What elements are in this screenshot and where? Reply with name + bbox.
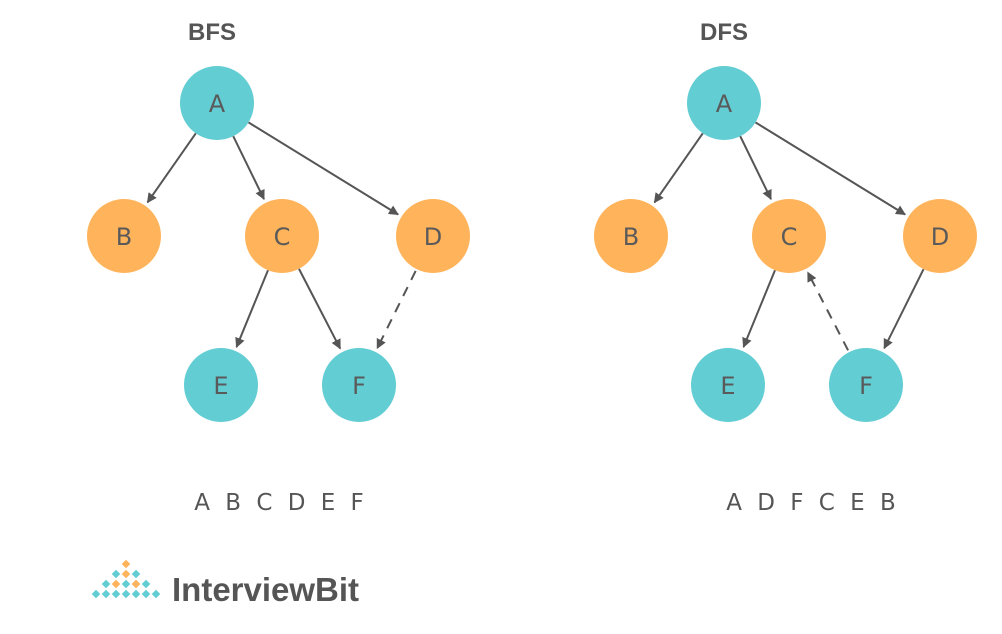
dfs-edge-d-f (883, 268, 925, 350)
bfs-edge-a-c (232, 135, 265, 201)
dfs-node-a (687, 66, 761, 140)
bfs-node-c (245, 199, 319, 273)
bfs-edge-a-d (247, 121, 399, 216)
bfs-traversal-order: A B C D E F (194, 490, 368, 516)
bfs-title: BFS (188, 19, 236, 46)
dfs-edge-f-c (806, 271, 849, 351)
dfs-node-d (903, 199, 977, 273)
bfs-edge-c-e (235, 269, 269, 348)
bfs-edge-a-b (146, 132, 197, 204)
dfs-node-label-d: D (931, 223, 949, 251)
dfs-edge-a-d (754, 121, 906, 216)
dfs-edge-a-c (739, 135, 772, 201)
bfs-node-label-f: F (352, 372, 366, 400)
bfs-node-label-d: D (424, 223, 442, 251)
dfs-node-label-a: A (716, 90, 733, 118)
bfs-node-label-c: C (274, 223, 291, 251)
bfs-node-label-e: E (213, 372, 228, 400)
dfs-node-label-f: F (859, 372, 873, 400)
bfs-node-label-a: A (209, 90, 226, 118)
bfs-graph: A B C D E F (87, 66, 470, 422)
dfs-node-b (594, 199, 668, 273)
dfs-node-label-c: C (781, 223, 798, 251)
bfs-node-f (322, 348, 396, 422)
bfs-edge-c-f (298, 268, 342, 350)
dfs-graph: A B C D E F (594, 66, 977, 422)
dfs-node-c (752, 199, 826, 273)
dfs-edge-c-e (742, 269, 776, 348)
dfs-node-f (829, 348, 903, 422)
dfs-node-e (691, 348, 765, 422)
brand-name: InterviewBit (172, 571, 359, 608)
bfs-node-d (396, 199, 470, 273)
bfs-node-e (184, 348, 258, 422)
bfs-node-a (180, 66, 254, 140)
bfs-edge-d-f (376, 270, 417, 350)
dfs-traversal-order: A D F C E B (726, 490, 900, 516)
interviewbit-logo-icon (90, 558, 162, 600)
dfs-title: DFS (700, 19, 748, 46)
dfs-node-label-b: B (623, 223, 639, 251)
dfs-node-label-e: E (720, 372, 735, 400)
dfs-edge-a-b (653, 132, 704, 204)
bfs-node-label-b: B (116, 223, 132, 251)
bfs-node-b (87, 199, 161, 273)
